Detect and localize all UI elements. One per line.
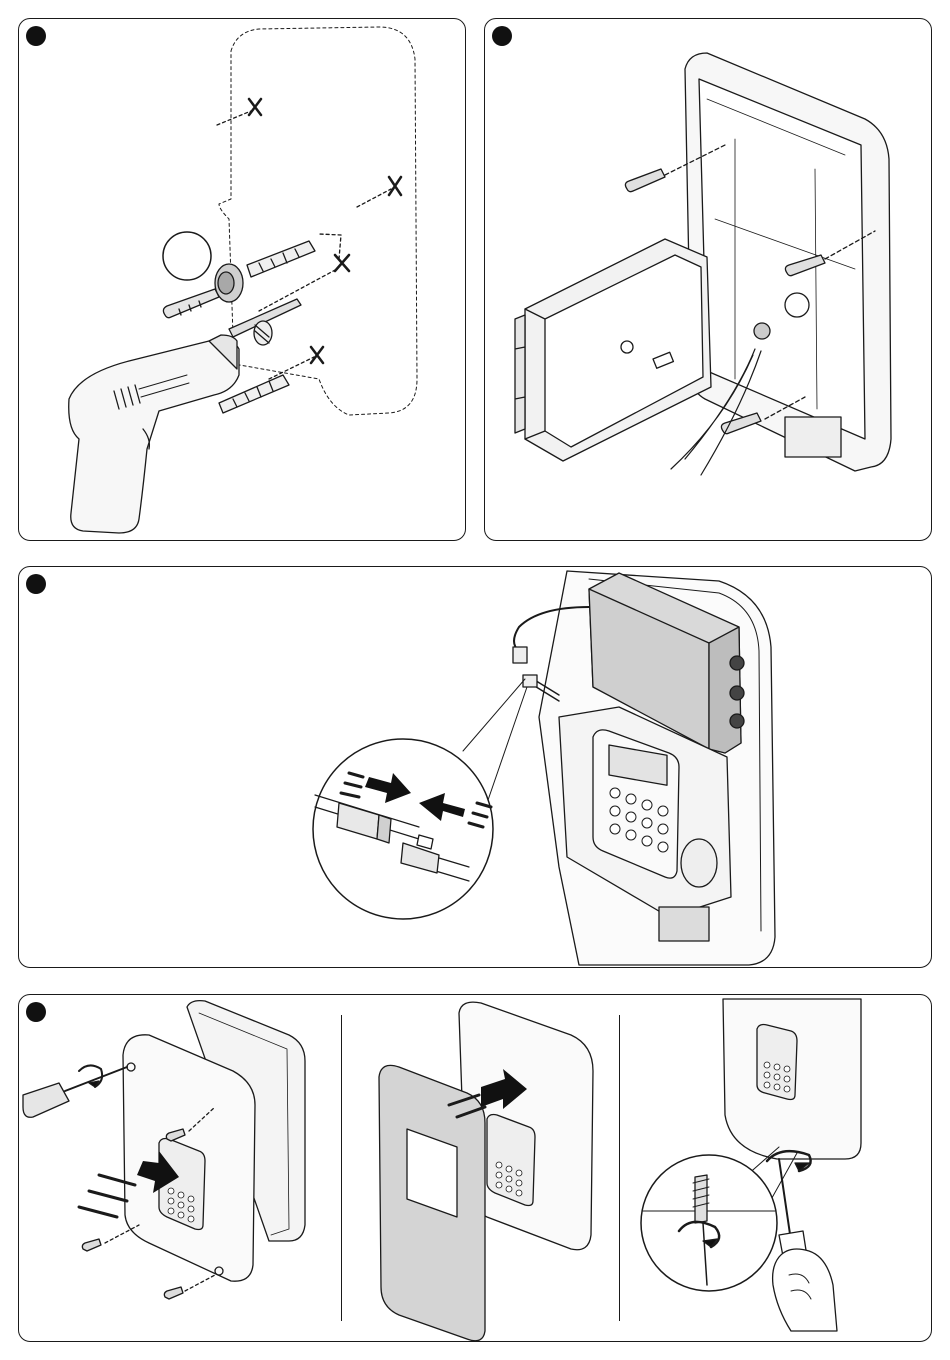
speaker-grille bbox=[681, 839, 717, 887]
connector-icon bbox=[523, 675, 537, 687]
step-2-panel bbox=[484, 18, 932, 541]
electronic-module bbox=[515, 239, 711, 461]
spring-plug bbox=[254, 321, 272, 345]
zoom-circle-c bbox=[641, 1155, 777, 1291]
step-1-panel bbox=[18, 18, 466, 541]
step-3-illustration bbox=[19, 567, 933, 969]
step-4-illustration bbox=[19, 995, 933, 1343]
step-2-illustration bbox=[485, 19, 933, 542]
cross-mark-icon-1 bbox=[217, 99, 261, 125]
hand-icon bbox=[773, 1249, 837, 1331]
step-1-illustration bbox=[19, 19, 467, 542]
screw-icon-a3 bbox=[164, 1275, 215, 1299]
front-cover bbox=[123, 1035, 255, 1281]
screw-icon bbox=[163, 289, 219, 318]
keypad-icon-c bbox=[764, 1062, 790, 1092]
wall-plug-icon-1 bbox=[247, 241, 315, 277]
zoom-circle bbox=[313, 739, 493, 919]
cross-mark-icon-2 bbox=[357, 177, 401, 207]
screwdriver-icon-a bbox=[23, 1065, 127, 1117]
grille-panel bbox=[379, 1065, 485, 1340]
step-4-panel bbox=[18, 994, 932, 1342]
detail-circle bbox=[163, 232, 211, 280]
device-c bbox=[723, 999, 861, 1159]
step-3-panel bbox=[18, 566, 932, 968]
cross-mark-icon-4 bbox=[269, 347, 323, 379]
drill-icon bbox=[69, 335, 239, 533]
